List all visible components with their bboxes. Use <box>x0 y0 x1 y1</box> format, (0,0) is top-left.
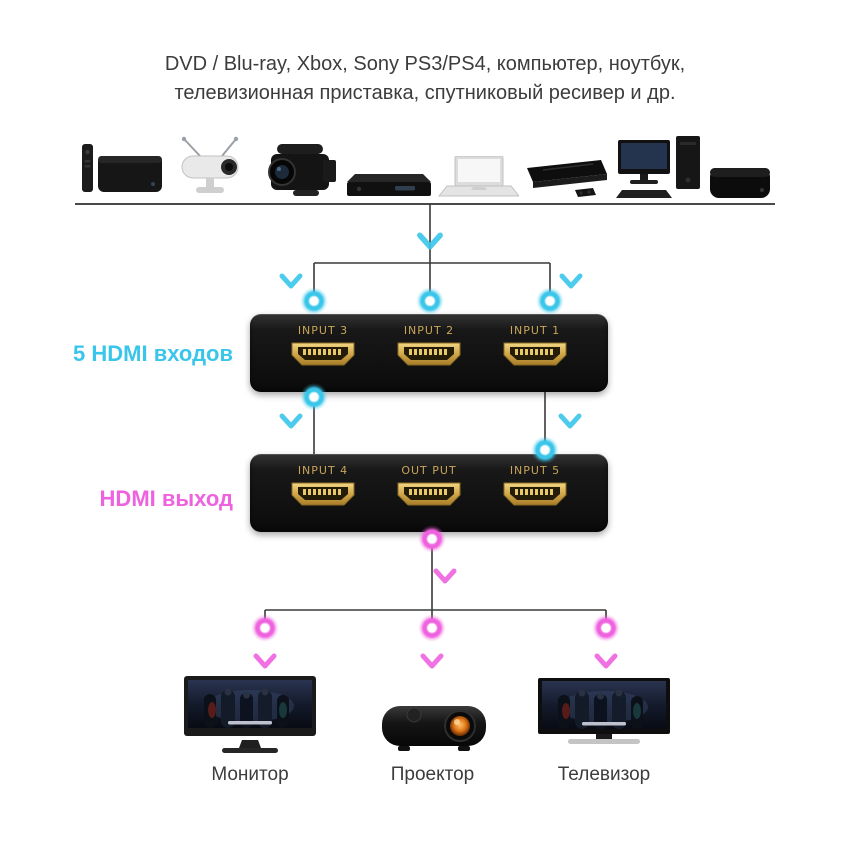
hdmi-input-port-2: INPUT 2 <box>390 324 468 392</box>
glow-dot <box>418 525 446 553</box>
port-label: INPUT 1 <box>509 324 561 337</box>
hdmi-input-port-1: INPUT 1 <box>496 324 574 392</box>
inputs-count-label: 5 HDMI входов <box>73 341 233 366</box>
down-arrow-icon <box>558 413 582 429</box>
down-arrow-icon <box>559 273 583 289</box>
set-top-box-icon <box>708 158 772 200</box>
down-arrow-icon <box>279 273 303 289</box>
blu-ray-player-icon <box>346 160 431 200</box>
down-arrow-icon <box>279 413 303 429</box>
down-arrow-icon <box>420 653 444 669</box>
header-line-2: телевизионная приставка, спутниковый рес… <box>174 82 676 104</box>
hdmi-connector-icon <box>503 342 567 366</box>
desktop-computer-icon <box>615 134 704 200</box>
monitor-icon <box>184 676 316 756</box>
hdmi-connector-icon <box>397 342 461 366</box>
hdmi-output-port: OUT PUT <box>390 464 468 532</box>
down-arrow-icon <box>253 653 277 669</box>
projector-label: Проектор <box>390 764 475 785</box>
glow-dot <box>536 287 564 315</box>
hdmi-connector-icon <box>397 482 461 506</box>
glow-dot <box>251 614 279 642</box>
down-arrow-icon <box>594 653 618 669</box>
glow-dot <box>531 436 559 464</box>
port-label: INPUT 3 <box>297 324 349 337</box>
source-devices-row <box>78 116 772 200</box>
projector-icon <box>378 692 490 758</box>
glow-dot <box>418 614 446 642</box>
television-icon <box>538 678 670 746</box>
down-arrow-icon <box>416 232 444 250</box>
header-description: DVD / Blu-ray, Xbox, Sony PS3/PS4, компь… <box>0 50 850 108</box>
game-console-ps4-icon <box>523 148 611 200</box>
hdmi-switch-output-side: INPUT 4 OUT PUT INPUT 5 <box>250 454 608 532</box>
camcorder-icon <box>261 140 343 200</box>
security-camera-icon <box>170 136 256 200</box>
port-label: INPUT 2 <box>403 324 455 337</box>
port-label: INPUT 5 <box>509 464 561 477</box>
hdmi-connector-icon <box>291 482 355 506</box>
down-arrow-icon <box>433 568 457 584</box>
laptop-icon <box>435 156 520 200</box>
glow-dot <box>416 287 444 315</box>
hdmi-switch-input-side: INPUT 3 INPUT 2 INPUT 1 <box>250 314 608 392</box>
port-label: OUT PUT <box>401 464 457 477</box>
header-line-1: DVD / Blu-ray, Xbox, Sony PS3/PS4, компь… <box>164 53 686 75</box>
glow-dot <box>300 383 328 411</box>
glow-dot <box>592 614 620 642</box>
glow-dot <box>300 287 328 315</box>
hdmi-connector-icon <box>503 482 567 506</box>
television-label: Телевизор <box>557 764 651 785</box>
hdmi-input-port-4: INPUT 4 <box>284 464 362 532</box>
hdmi-input-port-3: INPUT 3 <box>284 324 362 392</box>
hdmi-input-port-5: INPUT 5 <box>496 464 574 532</box>
port-label: INPUT 4 <box>297 464 349 477</box>
hdmi-connector-icon <box>291 342 355 366</box>
media-player-icon <box>78 138 166 200</box>
output-label: HDMI выход <box>99 486 233 511</box>
monitor-label: Монитор <box>211 764 289 785</box>
